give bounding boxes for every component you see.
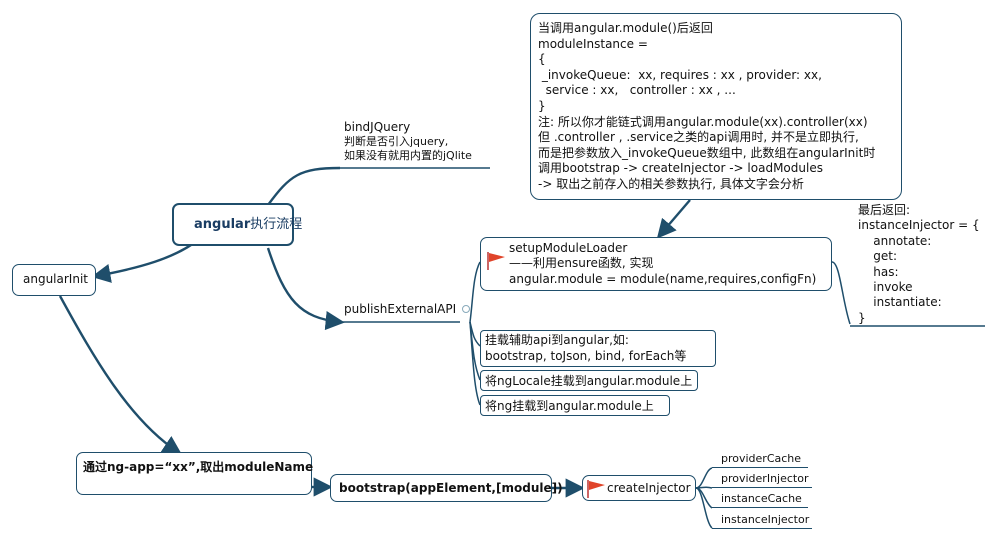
node-ng-app[interactable]: 通过ng-app=“xx”,取出moduleName	[76, 452, 314, 495]
final-return-line: instanceInjector = {	[858, 218, 980, 233]
flag-icon	[487, 252, 505, 270]
bind-jquery-line1: 判断是否引入jquery,	[344, 135, 449, 148]
final-return-line: annotate:	[858, 233, 932, 248]
bootstrap-label: bootstrap(appElement,[module])	[339, 481, 563, 495]
final-return-line: instantiate:	[858, 295, 942, 310]
note-line: }	[538, 98, 546, 113]
node-setup-module-loader[interactable]: setupModuleLoader ——利用ensure函数, 实现 angul…	[480, 237, 832, 291]
final-return-line: has:	[858, 264, 899, 279]
node-angular-init-label: angularInit	[23, 272, 88, 286]
note-line: _invokeQueue: xx, requires : xx , provid…	[538, 67, 822, 82]
mount-ng-label: 将ng挂载到angular.module上	[485, 399, 654, 413]
final-return-line: }	[858, 310, 866, 325]
setup-module-loader-title: setupModuleLoader	[509, 241, 628, 255]
final-return-line: get:	[858, 249, 898, 264]
bind-jquery-title: bindJQuery	[344, 120, 411, 134]
note-line: {	[538, 52, 546, 67]
note-line: moduleInstance =	[538, 36, 648, 51]
ng-app-label: 通过ng-app=“xx”,取出moduleName	[83, 460, 314, 474]
node-central-topic[interactable]: angular执行流程	[172, 203, 302, 246]
central-rest: 执行流程	[250, 217, 303, 232]
note-line: service : xx, controller : xx , ...	[538, 83, 736, 98]
node-publish-external-api[interactable]: publishExternalAPI	[344, 302, 457, 316]
child-instance-cache[interactable]: instanceCache	[721, 492, 802, 505]
child-provider-injector[interactable]: providerInjector	[721, 472, 809, 485]
bind-jquery-line2: 如果没有就用内置的jQlite	[344, 149, 472, 162]
note-line: 当调用angular.module()后返回	[538, 21, 713, 35]
setup-module-loader-line1: ——利用ensure函数, 实现	[509, 256, 654, 270]
node-bind-jquery[interactable]: bindJQuery 判断是否引入jquery, 如果没有就用内置的jQlite	[344, 120, 504, 166]
setup-module-loader-line2: angular.module = module(name,requires,co…	[509, 272, 817, 286]
node-mount-helper-api[interactable]: 挂载辅助api到angular,如: bootstrap, toJson, bi…	[480, 330, 716, 367]
note-line: 但 .controller , .service之类的api调用时, 并不是立即…	[538, 130, 859, 145]
child-instance-injector[interactable]: instanceInjector	[721, 513, 810, 526]
node-bootstrap[interactable]: bootstrap(appElement,[module])	[330, 474, 563, 502]
central-bold: angular	[194, 217, 251, 232]
note-line: 而是把参数放入_invokeQueue数组中, 此数组在angularInit时	[538, 145, 876, 160]
node-central-topic-label: angular执行流程	[194, 218, 302, 232]
node-final-return[interactable]: 最后返回:instanceInjector = { annotate: get:…	[858, 203, 980, 326]
mount-helper-line1: 挂载辅助api到angular,如:	[485, 333, 629, 347]
child-provider-cache[interactable]: providerCache	[721, 452, 802, 465]
node-mount-nglocale[interactable]: 将ngLocale挂载到angular.module上	[480, 370, 698, 391]
mount-nglocale-label: 将ngLocale挂载到angular.module上	[485, 374, 693, 388]
node-angular-init[interactable]: angularInit	[12, 264, 96, 296]
note-line: 注: 所以你才能链式调用angular.module(xx).controlle…	[538, 114, 868, 129]
note-line: 调用bootstrap -> createInjector -> loadMod…	[538, 161, 823, 176]
final-return-line: invoke	[858, 280, 913, 295]
node-create-injector[interactable]: createInjector	[582, 475, 696, 501]
create-injector-label: createInjector	[607, 481, 691, 495]
final-return-line: 最后返回:	[858, 203, 911, 217]
note-line: -> 取出之前存入的相关参数执行, 具体文字会分析	[538, 176, 804, 191]
flag-icon	[587, 480, 605, 498]
node-mount-ng[interactable]: 将ng挂载到angular.module上	[480, 395, 670, 416]
mount-helper-line2: bootstrap, toJson, bind, forEach等	[485, 349, 687, 363]
